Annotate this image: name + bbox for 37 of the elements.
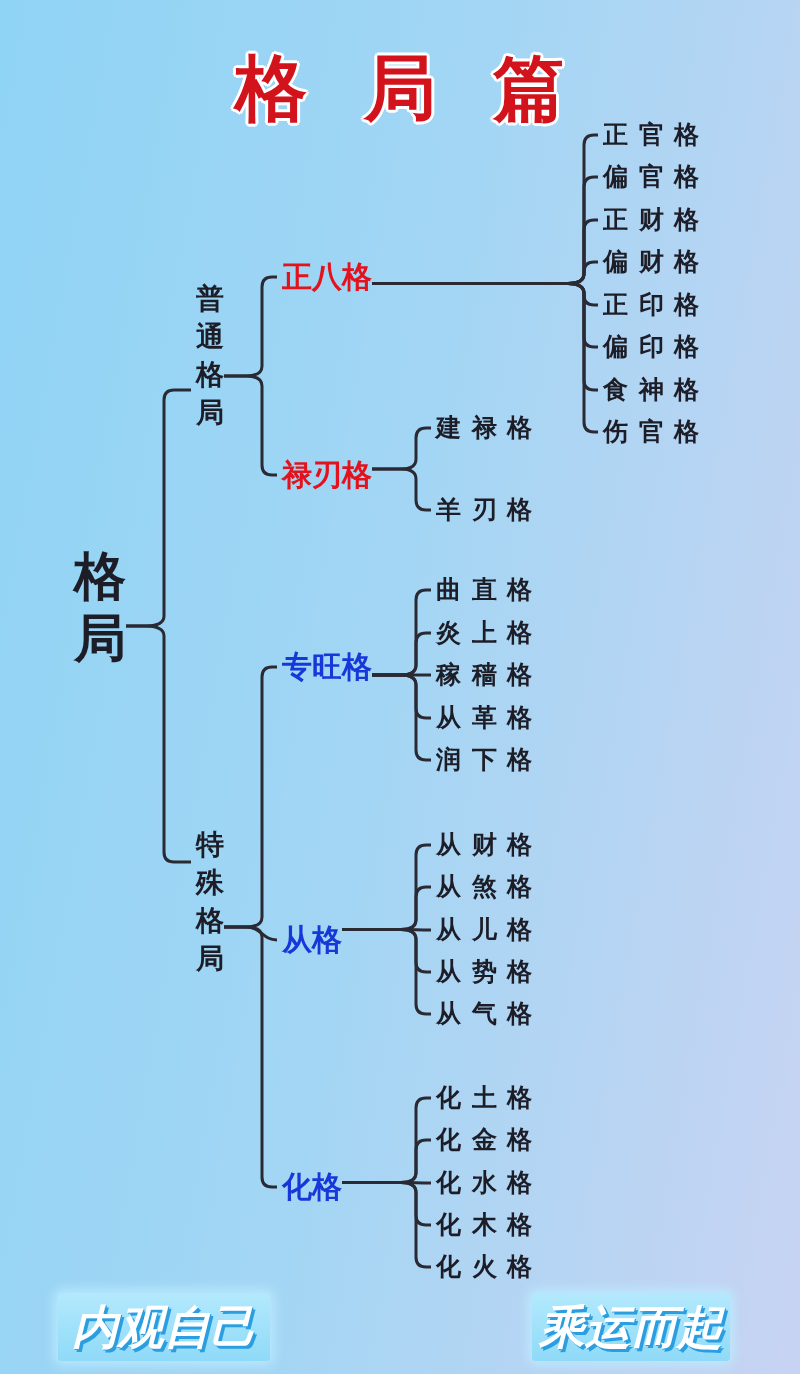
subcategory-label: 专旺格 <box>277 650 372 684</box>
subcategory-label: 化格 <box>277 1170 342 1204</box>
root-label: 格局 <box>74 545 126 669</box>
pattern-label: 化金格 <box>431 1124 532 1156</box>
pattern-label: 建禄格 <box>431 412 532 444</box>
category-label: 普通格局 <box>191 280 224 432</box>
category-label: 特殊格局 <box>191 826 224 978</box>
subcategory-label: 正八格 <box>277 260 372 294</box>
pattern-label: 曲直格 <box>431 574 532 606</box>
title: 格局篇 <box>235 46 565 130</box>
pattern-label: 化火格 <box>431 1251 532 1283</box>
pattern-label: 偏财格 <box>598 246 699 278</box>
pattern-label: 从煞格 <box>431 871 532 903</box>
subcategory-label: 禄刃格 <box>277 458 372 492</box>
slogan-banner: 乘运而起 <box>532 1293 730 1361</box>
pattern-label: 从气格 <box>431 998 532 1030</box>
slogan-banner: 内观自己 <box>58 1293 270 1361</box>
pattern-label: 化水格 <box>431 1167 532 1199</box>
pattern-label: 化木格 <box>431 1209 532 1241</box>
pattern-label: 食神格 <box>598 374 699 406</box>
brace-connector <box>126 624 191 864</box>
pattern-label: 羊刃格 <box>431 494 532 526</box>
pattern-label: 偏官格 <box>598 161 699 193</box>
pattern-label: 正官格 <box>598 119 699 151</box>
pattern-label: 炎上格 <box>431 617 532 649</box>
pattern-label: 从财格 <box>431 829 532 861</box>
pattern-label: 化土格 <box>431 1082 532 1114</box>
pattern-label: 从儿格 <box>431 914 532 946</box>
pattern-label: 伤官格 <box>598 416 699 448</box>
pattern-label: 正财格 <box>598 204 699 236</box>
pattern-label: 润下格 <box>431 744 532 776</box>
pattern-label: 稼穑格 <box>431 659 532 691</box>
pattern-label: 从势格 <box>431 956 532 988</box>
pattern-label: 正印格 <box>598 289 699 321</box>
pattern-label: 从革格 <box>431 702 532 734</box>
subcategory-label: 从格 <box>277 923 342 957</box>
pattern-label: 偏印格 <box>598 331 699 363</box>
